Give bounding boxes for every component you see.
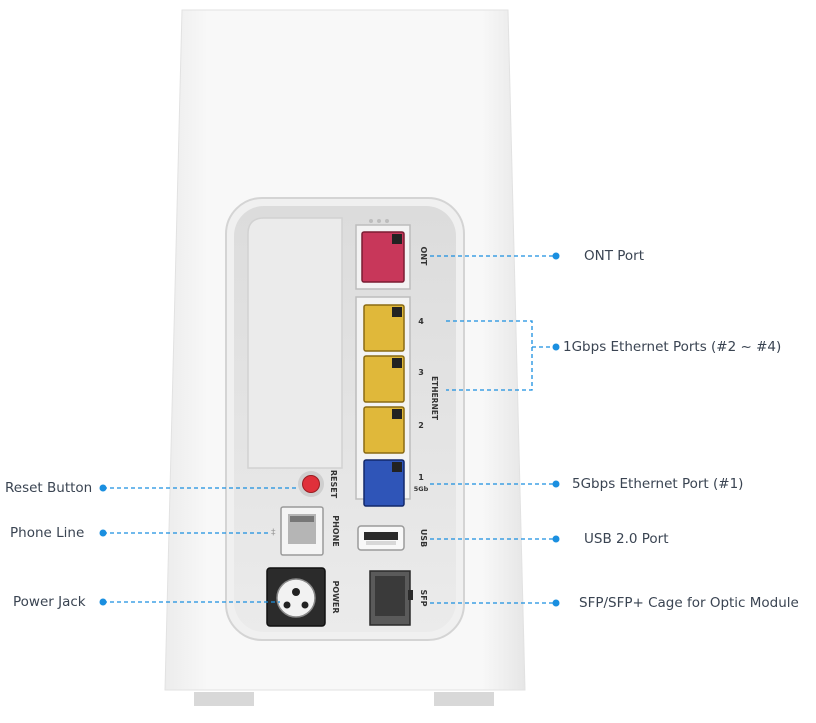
port-3-label: 3 [418, 368, 424, 377]
ethernet-label: ETHERNET [430, 376, 439, 421]
callout-dot-5gbe [552, 480, 560, 488]
callout-ont-port: ONT Port [584, 248, 645, 264]
port-2-label: 2 [418, 421, 424, 430]
callout-dot-ont [552, 252, 560, 260]
callout-dot-usb [552, 535, 560, 543]
usb-group: USB [357, 525, 428, 551]
ethernet-port-1-group [363, 459, 405, 507]
callout-dot-reset [99, 484, 107, 492]
callout-usb-port: USB 2.0 Port [584, 531, 669, 547]
cover-plate [247, 217, 343, 469]
callout-dot-sfp [552, 599, 560, 607]
phone-decor-icon: ‡ [271, 528, 276, 538]
callout-5gbps-ethernet-port: 5Gbps Ethernet Port (#1) [572, 476, 744, 492]
ont-port[interactable] [361, 231, 405, 283]
phone-label: PHONE [331, 515, 340, 547]
callout-line-gbe [446, 320, 533, 391]
reset-group: RESET [298, 470, 338, 499]
callout-dot-phone [99, 529, 107, 537]
device-foot-right [434, 692, 494, 706]
sfp-group: SFP [369, 570, 428, 626]
reset-label: RESET [329, 470, 338, 499]
reset-button[interactable] [302, 475, 320, 493]
callout-dot-power [99, 598, 107, 606]
callout-sfp-cage: SFP/SFP+ Cage for Optic Module [579, 595, 799, 611]
port-4-label: 4 [418, 317, 424, 326]
port-1-speed-label: 5Gb [414, 485, 429, 493]
port-1-label: 1 [418, 473, 424, 482]
device-foot-left [194, 692, 254, 706]
sfp-label: SFP [419, 589, 428, 606]
usb-label: USB [419, 529, 428, 547]
ethernet-port-4-group [363, 304, 405, 352]
ethernet-port-2-group [363, 406, 405, 454]
callout-power-jack: Power Jack [13, 594, 86, 610]
callout-dot-gbe [552, 343, 560, 351]
callout-phone-line: Phone Line [10, 525, 85, 541]
callout-reset-button: Reset Button [5, 480, 93, 496]
phone-group: ‡ PHONE [271, 506, 340, 556]
power-label: POWER [331, 580, 340, 613]
ont-label: ONT [419, 247, 428, 266]
power-group: POWER [266, 567, 340, 627]
callout-1gbps-ethernet-ports: 1Gbps Ethernet Ports (#2 ~ #4) [563, 339, 782, 355]
ethernet-port-3-group [363, 355, 405, 403]
ont-port-group: ONT [355, 219, 428, 290]
